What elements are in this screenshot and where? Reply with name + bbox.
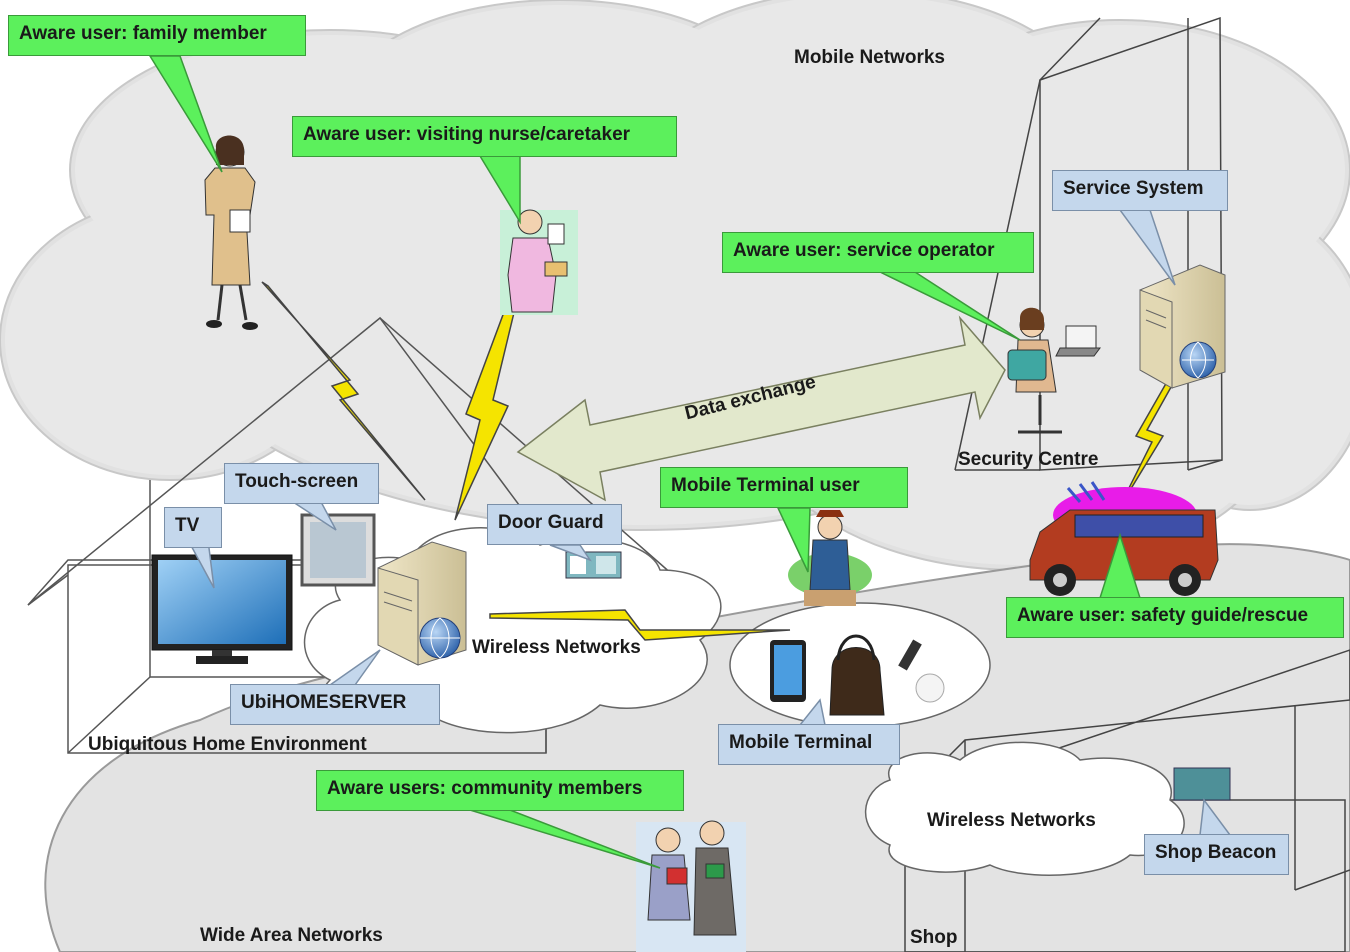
touch-screen-label: Touch-screen: [224, 463, 379, 504]
family-member-callout: Aware user: family member: [8, 15, 306, 56]
security-centre-label: Security Centre: [958, 449, 1099, 470]
mobile-terminal-user-callout: Mobile Terminal user: [660, 467, 908, 508]
nurse-figure: [500, 209, 578, 315]
door-guard-label: Door Guard: [487, 504, 622, 545]
visiting-nurse-callout: Aware user: visiting nurse/caretaker: [292, 116, 677, 157]
family-member-figure: [204, 135, 258, 330]
community-members-callout: Aware users: community members: [316, 770, 684, 811]
safety-guide-callout: Aware user: safety guide/rescue: [1006, 597, 1344, 638]
ubiquitous-home-label: Ubiquitous Home Environment: [88, 734, 367, 755]
callout-tails: [148, 55, 1142, 869]
shop-wireless-cloud: [864, 741, 1185, 876]
data-exchange-arrow: [516, 315, 1006, 502]
tv-device: [151, 554, 293, 664]
ubihomeserver-device: [377, 541, 467, 666]
shop-wireless-networks-label: Wireless Networks: [927, 810, 1096, 831]
service-system-label: Service System: [1052, 170, 1228, 211]
service-operator-figure: [1007, 307, 1101, 434]
touch-screen-device: [300, 513, 376, 587]
shop-beacon-device: [1173, 767, 1231, 801]
rescue-car: [1029, 481, 1219, 596]
wide-area-networks-label: Wide Area Networks: [200, 925, 383, 946]
service-operator-callout: Aware user: service operator: [722, 232, 1034, 273]
mobile-terminal-devices: [770, 634, 945, 716]
community-members-figure: [636, 820, 746, 952]
door-guard-device: [565, 551, 622, 579]
home-wireless-networks-label: Wireless Networks: [472, 637, 641, 658]
shop-beacon-label: Shop Beacon: [1144, 834, 1289, 875]
tv-label: TV: [164, 507, 222, 548]
mobile-networks-label: Mobile Networks: [794, 47, 945, 68]
mobile-terminal-label: Mobile Terminal: [718, 724, 900, 765]
shop-label: Shop: [910, 927, 958, 948]
lightning-links: [261, 281, 1177, 641]
service-system-server: [1139, 264, 1226, 389]
ubihomeserver-label: UbiHOMESERVER: [230, 684, 440, 725]
